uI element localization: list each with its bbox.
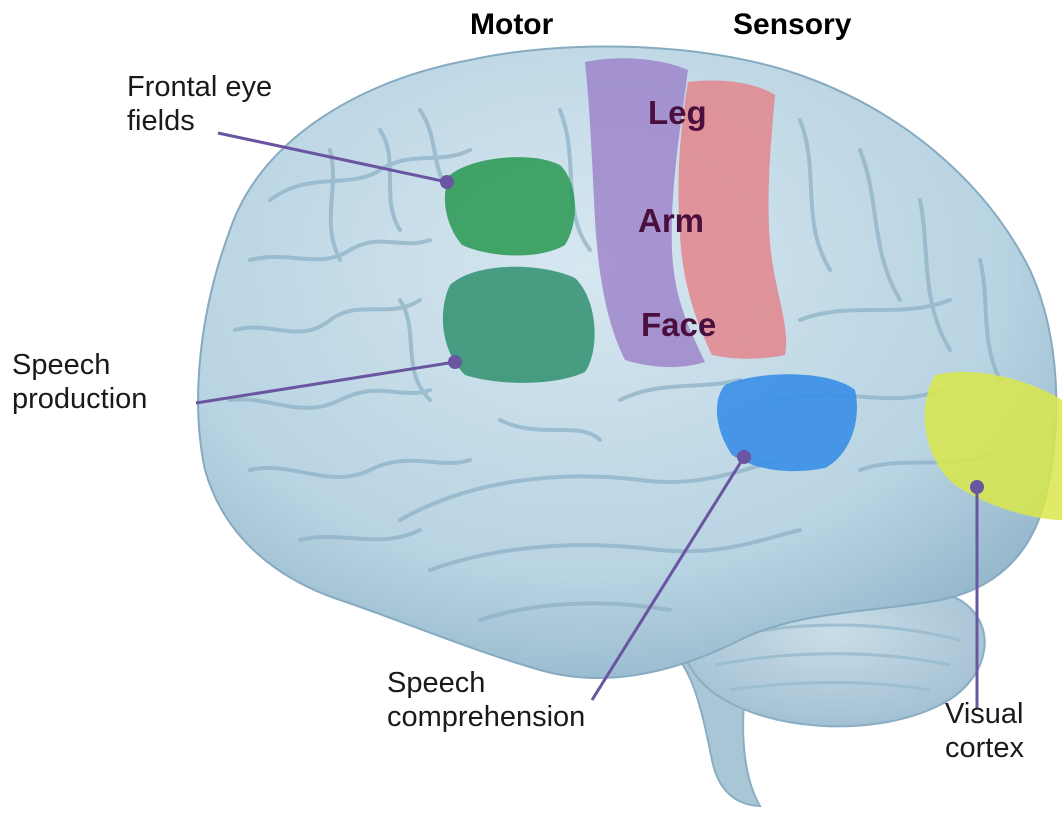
speech-comprehension-label-line1: Speech [387, 666, 585, 700]
motor-header: Motor [470, 8, 553, 42]
visual-cortex-label: Visual cortex [945, 697, 1024, 765]
speech-production-label-line1: Speech [12, 348, 147, 382]
frontal-eye-fields-label: Frontal eye fields [127, 70, 272, 138]
leg-label: Leg [648, 94, 707, 132]
visual-cortex-dot [970, 480, 984, 494]
sensory-header: Sensory [733, 8, 851, 42]
frontal-eye-fields-label-line2: fields [127, 104, 272, 138]
frontal-eye-fields-region [445, 157, 575, 255]
speech-comprehension-dot [737, 450, 751, 464]
speech-comprehension-label: Speech comprehension [387, 666, 585, 734]
visual-cortex-label-line1: Visual [945, 697, 1024, 731]
frontal-eye-fields-dot [440, 175, 454, 189]
speech-comprehension-label-line2: comprehension [387, 700, 585, 734]
speech-production-label-line2: production [12, 382, 147, 416]
frontal-eye-fields-label-line1: Frontal eye [127, 70, 272, 104]
face-label: Face [641, 306, 716, 344]
speech-production-region [443, 267, 595, 383]
arm-label: Arm [638, 202, 704, 240]
speech-production-dot [448, 355, 462, 369]
visual-cortex-label-line2: cortex [945, 731, 1024, 765]
speech-production-label: Speech production [12, 348, 147, 416]
